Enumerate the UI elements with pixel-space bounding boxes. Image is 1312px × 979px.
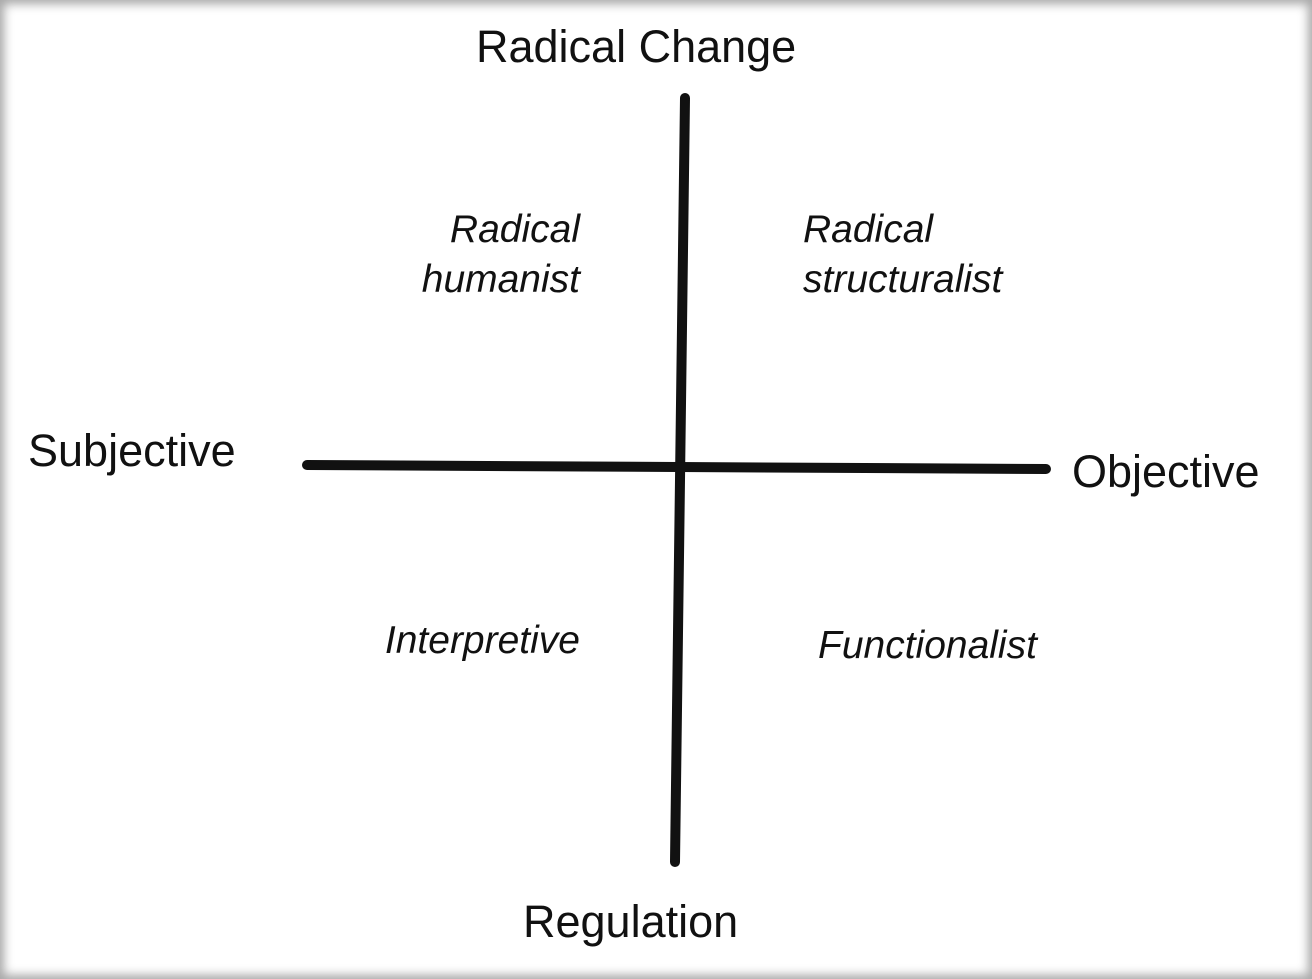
quadrant-functionalist: Functionalist [818,621,1037,671]
quadrant-label-line: Interpretive [384,619,580,662]
axis-label-top: Radical Change [476,21,797,72]
quadrant-label-line: Radical [449,208,580,251]
quadrant-interpretive: Interpretive [385,616,580,666]
horizontal-axis-line [302,460,1051,474]
quadrant-radical-humanist: Radical humanist [422,205,580,305]
quadrant-label-line: humanist [421,258,580,301]
axis-label-right: Objective [1072,446,1260,497]
quadrant-label-line: Functionalist [818,624,1037,667]
axis-label-left: Subjective [28,425,236,476]
vertical-axis-line [670,93,690,867]
quadrant-radical-structuralist: Radical structuralist [803,205,1002,305]
quadrant-label-line: structuralist [803,258,1003,301]
axis-label-bottom: Regulation [523,896,739,947]
quadrant-label-line: Radical [803,208,934,251]
